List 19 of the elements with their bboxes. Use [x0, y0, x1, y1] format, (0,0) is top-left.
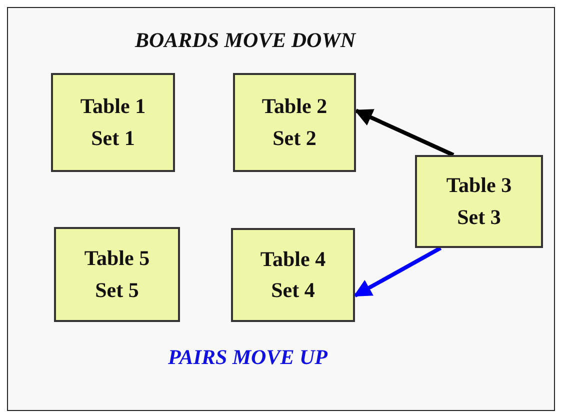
- arrow: [353, 246, 442, 298]
- set-name: Set 1: [91, 126, 135, 151]
- table-name: Table 4: [260, 246, 326, 272]
- table-box: [54, 227, 180, 322]
- table-name: Table 3: [446, 173, 512, 198]
- table-box: [415, 155, 543, 248]
- set-name: Set 4: [271, 278, 315, 304]
- set-name: Set 5: [95, 278, 139, 303]
- table-name: Table 1: [80, 94, 146, 120]
- table-name: Table 2: [262, 94, 328, 120]
- note-text: PAIRS MOVE UP: [168, 345, 328, 370]
- title: BOARDS MOVE DOWN: [135, 28, 356, 53]
- table-box: [51, 73, 175, 172]
- set-name: Set 2: [272, 126, 316, 151]
- table-box: [233, 73, 356, 172]
- table-box: [231, 228, 355, 322]
- set-name: Set 3: [457, 204, 501, 230]
- table-name: Table 5: [84, 246, 150, 272]
- arrow: [354, 108, 454, 157]
